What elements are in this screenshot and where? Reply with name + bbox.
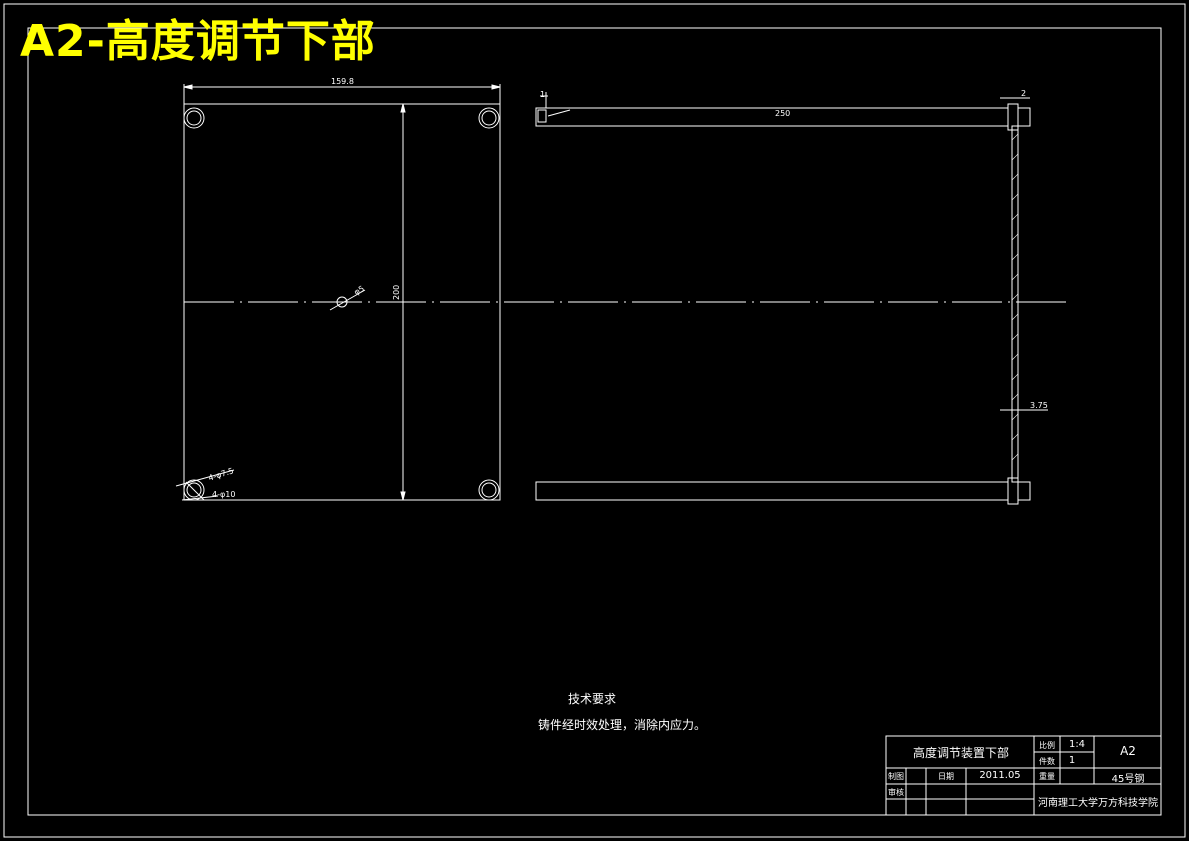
dim-small-tick: 1: [540, 90, 546, 99]
tb-qty-label: 件数: [1039, 757, 1055, 766]
tb-date-label: 日期: [938, 772, 954, 781]
sheet-outer-border: [3, 3, 1186, 838]
flange-hatch: [1011, 133, 1019, 461]
side-view: [535, 92, 1048, 505]
tb-qty-value: 1: [1068, 755, 1076, 766]
tb-checked-label: 审核: [888, 788, 904, 797]
corner-hole-bottom-right: [478, 479, 500, 501]
technical-notes-body: 铸件经时效处理，消除内应力。: [538, 718, 707, 732]
tb-weight-label: 重量: [1039, 772, 1055, 781]
dim-top-width: 159.8: [331, 77, 354, 86]
corner-hole-bottom-left: [183, 479, 205, 501]
tb-date-value: 2011.05: [979, 770, 1021, 781]
rod-bottom: [535, 481, 1009, 501]
corner-hole-top-right: [478, 107, 500, 129]
dim-height: 200: [392, 284, 401, 300]
tb-material: 45号钢: [1111, 774, 1145, 785]
dim-corner-bore: 4-φ10: [212, 490, 236, 499]
tb-school: 河南理工大学万方科技学院: [1038, 798, 1158, 809]
tb-scale-label: 比例: [1039, 741, 1055, 750]
tb-part-name: 高度调节装置下部: [912, 746, 1009, 760]
tb-scale-value: 1:4: [1068, 739, 1086, 750]
dim-flange-thickness: 2: [1021, 89, 1027, 98]
dim-side-offset: 3.75: [1030, 401, 1048, 410]
title-block: [885, 735, 1162, 816]
plate-front-view: [175, 84, 501, 501]
drawing-frame: [27, 27, 1162, 816]
tb-sheet-size: A2: [1120, 744, 1136, 758]
dim-rod-length: 250: [775, 109, 791, 118]
corner-hole-top-left: [183, 107, 205, 129]
tb-drawn-label: 制图: [888, 772, 904, 781]
flange-plate: [1011, 125, 1019, 483]
sheet-heading: A2-高度调节下部: [20, 16, 376, 67]
technical-notes-title: 技术要求: [568, 692, 617, 706]
rod-top: [535, 107, 1009, 127]
